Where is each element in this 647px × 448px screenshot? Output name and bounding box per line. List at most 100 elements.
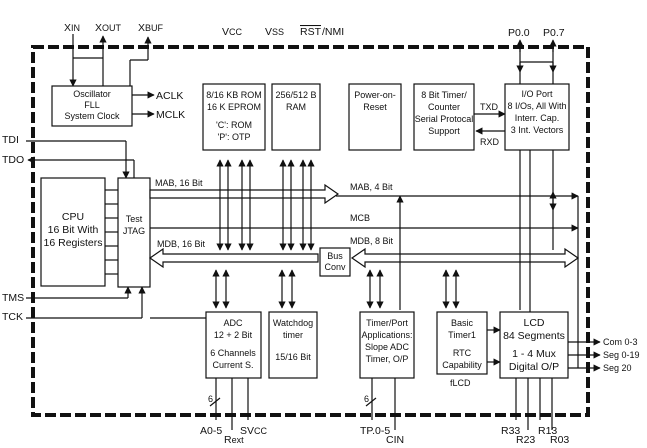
svg-text:12 + 2 Bit: 12 + 2 Bit [214, 330, 253, 340]
pin-r13: R13 [538, 378, 557, 437]
pin-r23: R23 [516, 378, 535, 446]
svg-text:Bus: Bus [327, 251, 343, 261]
svg-text:84 Segments: 84 Segments [503, 330, 565, 342]
pin-tck: TCK [2, 286, 146, 323]
bus-conv-block: Bus Conv [319, 247, 351, 277]
basic-timer-block: Basic Timer1 RTC Capability [436, 311, 488, 375]
svg-text:JTAG: JTAG [123, 226, 145, 236]
pin-seg-20: Seg 20 [568, 196, 632, 373]
pin-cin: CIN [386, 378, 404, 446]
svg-text:Seg 20: Seg 20 [603, 363, 632, 373]
svg-text:8 Bit Timer/: 8 Bit Timer/ [421, 90, 467, 100]
svg-text:16 K EPROM: 16 K EPROM [207, 102, 261, 112]
chip-boundary [31, 45, 590, 417]
svg-text:Watchdog: Watchdog [273, 318, 313, 328]
bottom-bus-connectors [150, 269, 460, 319]
lcd-block: LCD 84 Segments 1 - 4 Mux Digital O/P [499, 311, 569, 379]
mdb-8bit-bus: MDB, 8 Bit [350, 236, 580, 269]
svg-text:P0.7: P0.7 [543, 27, 565, 39]
pin-tp0-5: 6 TP.0-5 [360, 378, 390, 437]
svg-text:timer: timer [283, 330, 303, 340]
svg-text:Current S.: Current S. [212, 360, 253, 370]
svg-text:CPU: CPU [62, 211, 84, 223]
svg-text:6: 6 [364, 394, 369, 404]
svg-text:R03: R03 [550, 434, 569, 446]
svg-text:256/512 B: 256/512 B [275, 90, 316, 100]
timer8-block: 8 Bit Timer/ Counter Serial Protocal Sup… [413, 83, 475, 151]
svg-text:RST: RST [300, 26, 322, 38]
oscillator-block: Oscillator FLL System Clock [51, 85, 133, 127]
pin-xout: XOUT [73, 22, 122, 86]
svg-text:RXD: RXD [480, 137, 500, 147]
svg-text:Slope ADC: Slope ADC [365, 342, 410, 352]
svg-text:8 I/Os, All With: 8 I/Os, All With [507, 101, 566, 111]
svg-text:Seg 0-19: Seg 0-19 [603, 350, 640, 360]
aclk-output: ACLK [132, 90, 183, 102]
pin-a0-5: 6 A0-5 [200, 378, 222, 437]
pin-xin: XIN [64, 22, 80, 87]
flcd-link: fLCD [450, 358, 501, 388]
pin-r33: R33 [501, 378, 520, 437]
pin-xbuf: XBUF [129, 22, 164, 95]
svg-text:System Clock: System Clock [64, 111, 120, 121]
svg-text:SVCC: SVCC [240, 425, 268, 437]
svg-text:Conv: Conv [324, 262, 346, 272]
svg-text:TMS: TMS [2, 292, 24, 304]
svg-text:MDB, 8 Bit: MDB, 8 Bit [350, 236, 394, 246]
pin-seg-0-19: Seg 0-19 [568, 350, 640, 360]
mclk-output: MCLK [132, 109, 185, 121]
svg-text:Interr. Cap.: Interr. Cap. [515, 113, 560, 123]
svg-text:Basic: Basic [451, 318, 474, 328]
svg-text:P0.0: P0.0 [508, 27, 530, 39]
txd-link: TXD [474, 102, 506, 118]
svg-text:RAM: RAM [286, 102, 306, 112]
svg-text:I/O Port: I/O Port [521, 89, 553, 99]
svg-text:MCLK: MCLK [156, 109, 185, 121]
adc-block: ADC 12 + 2 Bit 6 Channels Current S. [205, 311, 262, 379]
power-on-reset-block: Power-on- Reset [348, 83, 402, 151]
svg-text:XIN: XIN [64, 22, 80, 34]
svg-text:TDO: TDO [2, 154, 24, 166]
svg-text:XBUF: XBUF [138, 22, 164, 34]
mab-16bit-bus: MAB, 16 Bit [149, 178, 340, 205]
svg-text:Timer/Port: Timer/Port [366, 318, 408, 328]
ram-bus-connectors [279, 159, 315, 251]
svg-text:XOUT: XOUT [95, 22, 122, 34]
mab-4bit-bus: MAB, 4 Bit [336, 182, 579, 200]
pin-vcc: VCC [222, 26, 243, 38]
svg-text:TCK: TCK [2, 311, 23, 323]
svg-text:3 Int. Vectors: 3 Int. Vectors [511, 125, 564, 135]
svg-text:6: 6 [208, 394, 213, 404]
pin-rext: Rext [224, 378, 244, 446]
svg-text:VCC: VCC [222, 26, 243, 38]
svg-text:Timer, O/P: Timer, O/P [366, 354, 409, 364]
svg-text:VSS: VSS [265, 26, 284, 38]
pin-svcc: SVCC [240, 378, 268, 437]
svg-text:Counter: Counter [428, 102, 460, 112]
svg-text:Applications:: Applications: [361, 330, 412, 340]
svg-text:TP.0-5: TP.0-5 [360, 425, 390, 437]
svg-text:ADC: ADC [223, 318, 243, 328]
io-port-block: I/O Port 8 I/Os, All With Interr. Cap. 3… [504, 83, 570, 151]
svg-text:Com 0-3: Com 0-3 [603, 337, 638, 347]
svg-text:FLL: FLL [84, 100, 100, 110]
jtag-block: Test JTAG [117, 177, 151, 288]
svg-text:8/16 KB ROM: 8/16 KB ROM [206, 90, 262, 100]
svg-text:R23: R23 [516, 434, 535, 446]
svg-text:16 Registers: 16 Registers [44, 237, 103, 249]
svg-text:MAB, 4 Bit: MAB, 4 Bit [350, 182, 393, 192]
rxd-link: RXD [475, 127, 505, 147]
mcb-bus: MCB [150, 213, 579, 232]
svg-text:Capability: Capability [442, 360, 482, 370]
pin-r03: R03 [550, 378, 569, 446]
svg-text:MCB: MCB [350, 213, 370, 223]
svg-text:Timer1: Timer1 [448, 330, 476, 340]
pin-tdo: TDO [2, 154, 135, 178]
svg-text:6 Channels: 6 Channels [210, 348, 256, 358]
svg-text:/NMI: /NMI [322, 26, 344, 38]
svg-text:TDI: TDI [2, 134, 19, 146]
rom-block: 8/16 KB ROM 16 K EPROM 'C': ROM 'P': OTP [202, 83, 266, 151]
svg-text:'P': OTP: 'P': OTP [218, 132, 251, 142]
svg-text:Rext: Rext [224, 434, 244, 446]
